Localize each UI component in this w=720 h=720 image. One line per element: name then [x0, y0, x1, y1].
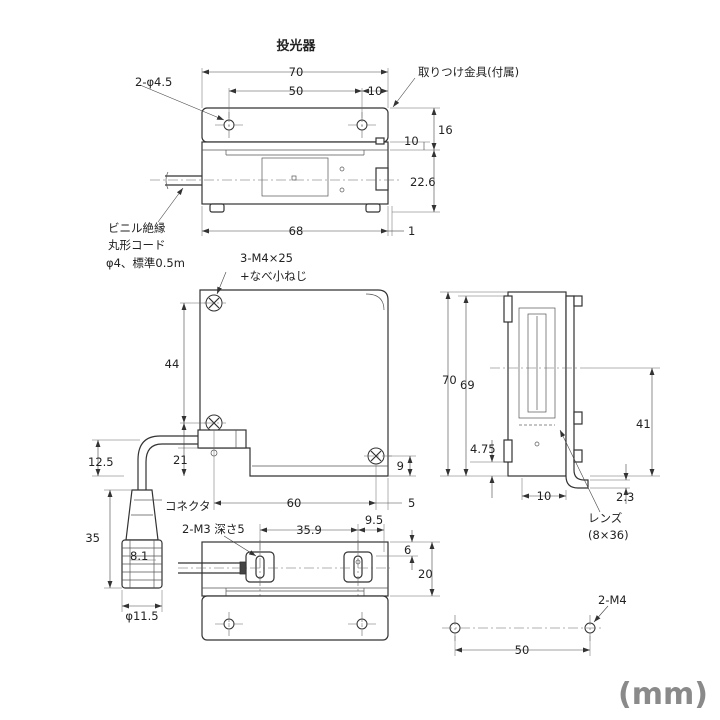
dim-side-41: 41	[636, 417, 651, 431]
dim-front-11-5: φ11.5	[125, 609, 158, 623]
label-lens-1: レンズ	[588, 511, 622, 525]
label-bracket: 取りつけ金具(付属)	[418, 65, 519, 79]
top-view	[150, 107, 400, 213]
top-view-dimensions: 70 50 10 2-φ4.5 取りつけ金具(付属) 16 10 22.6 68…	[106, 65, 519, 270]
unit-label: (mm)	[618, 677, 708, 712]
label-lens-2: (8×36)	[588, 528, 629, 542]
top-housing	[201, 141, 389, 205]
side-bracket	[565, 295, 589, 489]
label-cord-2: 丸形コード	[108, 238, 166, 252]
front-connector	[121, 489, 163, 589]
label-cord-1: ビニル絶縁	[108, 221, 166, 235]
side-view-dimensions: 70 69 4.75 41 10 2.3 レンズ (8×36)	[440, 291, 660, 542]
mount-hole-pattern: 50 2-M4	[442, 593, 627, 657]
dim-top-22-6: 22.6	[410, 175, 436, 189]
dim-side-69: 69	[460, 378, 475, 392]
label-cord-3: φ4、標準0.5m	[106, 256, 185, 270]
front-cord-block	[197, 429, 247, 449]
drawing-title: 投光器	[276, 38, 316, 54]
bottom-view	[178, 540, 390, 641]
bottom-view-dimensions: 35.9 9.5 2-M3 深さ5 6 20	[182, 513, 440, 597]
dim-top-10: 10	[368, 84, 383, 98]
dim-side-10: 10	[537, 489, 552, 503]
dim-front-12-5: 12.5	[88, 455, 114, 469]
dim-bracket-50: 50	[515, 643, 530, 657]
dim-top-70: 70	[289, 65, 304, 79]
front-view-dimensions: 44 12.5 21 9 60 5 35 コネクタ 8.1 φ11.5 3-M4…	[85, 251, 416, 623]
label-screws-2: +なべ小ねじ	[240, 269, 307, 283]
side-view	[490, 291, 590, 489]
dim-front-21: 21	[173, 453, 188, 467]
dim-top-10b: 10	[404, 134, 419, 148]
dim-bot-9-5: 9.5	[365, 513, 383, 527]
dim-top-50: 50	[289, 84, 304, 98]
bottom-bracket	[201, 595, 389, 641]
dim-front-60: 60	[287, 496, 302, 510]
label-screws-1: 3-M4×25	[240, 251, 293, 265]
dim-side-2-3: 2.3	[616, 490, 634, 504]
dim-front-44: 44	[165, 357, 180, 371]
top-lens-window	[261, 157, 329, 197]
dim-top-1: 1	[408, 224, 415, 238]
dim-front-9: 9	[397, 459, 404, 473]
label-tapped-holes: 2-M3 深さ5	[182, 522, 245, 536]
label-mount-holes: 2-φ4.5	[135, 75, 172, 89]
dim-bot-6: 6	[404, 543, 411, 557]
front-view	[121, 289, 392, 589]
dim-front-8-1: 8.1	[130, 549, 148, 563]
side-lens-frame	[518, 307, 556, 419]
front-housing	[199, 289, 389, 477]
dim-bot-20: 20	[418, 567, 433, 581]
dim-bot-35-9: 35.9	[296, 523, 322, 537]
label-m4: 2-M4	[598, 593, 627, 607]
dim-top-68: 68	[289, 224, 304, 238]
dim-side-4-75: 4.75	[470, 442, 496, 456]
top-indicator	[375, 167, 389, 191]
label-connector: コネクタ	[165, 499, 211, 513]
dim-front-35: 35	[85, 531, 100, 545]
dim-front-5: 5	[408, 496, 415, 510]
dim-side-70: 70	[442, 373, 457, 387]
dim-top-16: 16	[438, 123, 453, 137]
